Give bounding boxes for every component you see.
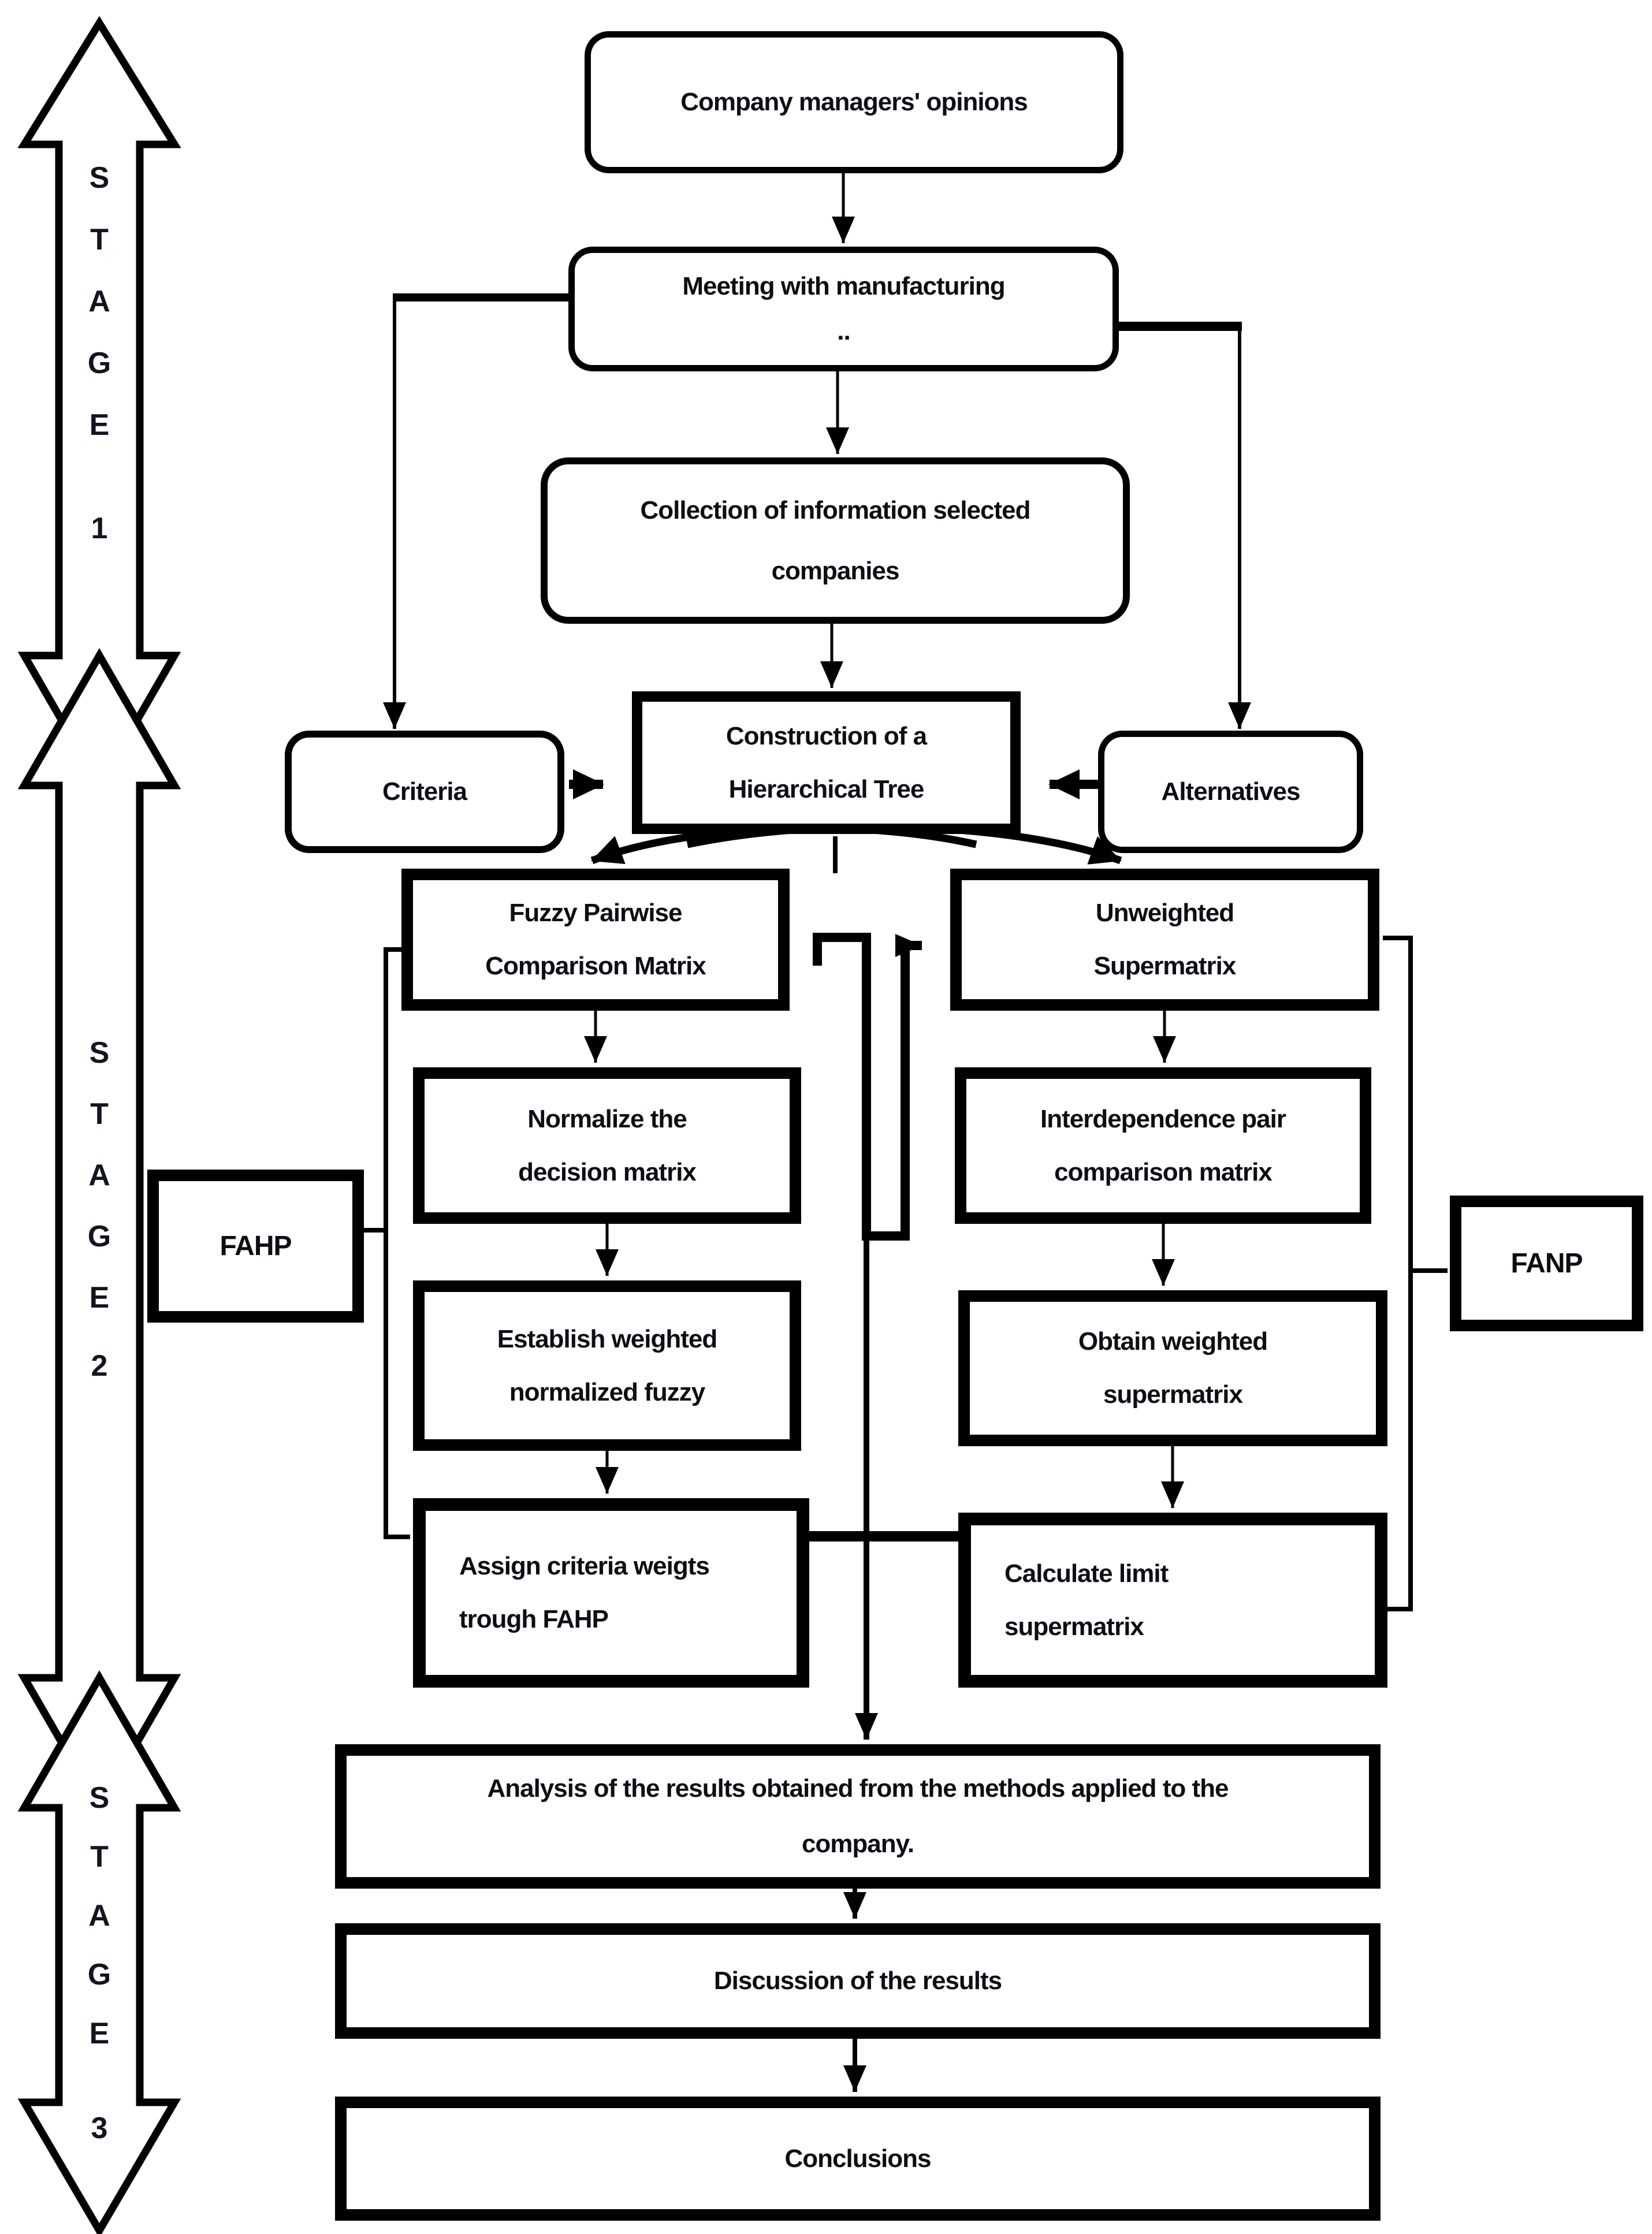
node-unweighted-supermatrix: Unweighted Supermatrix	[950, 869, 1379, 1011]
node-label: Interdependence pair comparison matrix	[1040, 1104, 1286, 1186]
node-label: Company managers' opinions	[680, 88, 1028, 116]
stage2-letter: E	[89, 1281, 110, 1315]
node-label: Criteria	[382, 777, 467, 806]
node-label: Conclusions	[784, 2144, 931, 2173]
crosslink-fahp-to-fanp	[813, 933, 922, 1241]
stage2-number: 2	[91, 1349, 108, 1383]
stage3-letter: E	[89, 2017, 110, 2050]
node-fanp-label: FANP	[1450, 1196, 1643, 1331]
node-label: FANP	[1510, 1248, 1583, 1279]
fanp-bracket-line	[1383, 936, 1413, 1611]
node-label: Obtain weighted supermatrix	[1078, 1327, 1268, 1409]
node-fuzzy-pairwise-comparison-matrix: Fuzzy Pairwise Comparison Matrix	[401, 869, 790, 1011]
node-label: Unweighted Supermatrix	[1093, 899, 1237, 980]
node-label: Normalize the decision matrix	[518, 1104, 697, 1186]
node-collection-of-information: Collection of information selected compa…	[541, 457, 1130, 624]
stage1-letter: S	[89, 161, 110, 195]
fahp-bracket-line	[384, 947, 410, 1539]
stage1-letter: G	[87, 347, 111, 380]
node-label: Alternatives	[1161, 777, 1301, 806]
stage1-letter: E	[89, 408, 110, 442]
stage1-letter: T	[90, 223, 109, 256]
node-label: Fuzzy Pairwise Comparison Matrix	[485, 899, 706, 980]
node-label: Meeting with manufacturing ..	[682, 272, 1005, 345]
stage3-label: S T A G E 3	[64, 1768, 135, 2158]
stage2-letter: T	[90, 1097, 109, 1131]
stage3-arrow	[17, 1670, 181, 2234]
stage3-letter: S	[89, 1781, 110, 1815]
node-label: FAHP	[219, 1230, 292, 1261]
stage2-letter: A	[88, 1159, 110, 1192]
node-label: Calculate limit supermatrix	[1004, 1559, 1169, 1641]
node-conclusions: Conclusions	[335, 2097, 1381, 2221]
stage3-letter: A	[88, 1899, 110, 1933]
node-meeting-with-manufacturing: Meeting with manufacturing ..	[568, 247, 1119, 371]
node-label: Assign criteria weigts trough FAHP	[459, 1552, 710, 1633]
stage3-letter: G	[87, 1958, 111, 1991]
stage1-number: 1	[91, 512, 108, 545]
stage2-label: S T A G E 2	[64, 1022, 135, 1397]
stage3-letter: T	[90, 1840, 109, 1874]
stage2-letter: S	[89, 1036, 110, 1070]
node-assign-criteria-weights-through-fahp: Assign criteria weigts trough FAHP	[413, 1498, 809, 1688]
node-label: Collection of information selected compa…	[640, 496, 1031, 585]
node-calculate-limit-supermatrix: Calculate limit supermatrix	[958, 1513, 1387, 1688]
node-label: Analysis of the results obtained from th…	[487, 1774, 1229, 1858]
node-establish-weighted-normalized-fuzzy: Establish weighted normalized fuzzy	[413, 1280, 801, 1451]
node-fahp-label: FAHP	[147, 1170, 364, 1323]
stage1-label: S T A G E 1	[64, 147, 135, 560]
node-label: Discussion of the results	[713, 1967, 1002, 1995]
node-obtain-weighted-supermatrix: Obtain weighted supermatrix	[958, 1290, 1387, 1446]
node-construction-hierarchical-tree: Construction of a Hierarchical Tree	[632, 691, 1021, 834]
node-criteria: Criteria	[285, 731, 564, 853]
stage2-letter: G	[87, 1220, 111, 1253]
stage3-number: 3	[91, 2112, 108, 2145]
stage1-letter: A	[88, 285, 110, 318]
node-label: Establish weighted normalized fuzzy	[497, 1324, 718, 1406]
node-company-managers-opinions: Company managers' opinions	[585, 31, 1123, 173]
node-alternatives: Alternatives	[1098, 731, 1363, 853]
node-normalize-decision-matrix: Normalize the decision matrix	[413, 1067, 801, 1224]
node-discussion-of-results: Discussion of the results	[335, 1923, 1381, 2039]
node-analysis-of-results: Analysis of the results obtained from th…	[335, 1744, 1381, 1889]
node-interdependence-pair-comparison-matrix: Interdependence pair comparison matrix	[955, 1067, 1371, 1224]
node-label: Construction of a Hierarchical Tree	[725, 721, 927, 803]
